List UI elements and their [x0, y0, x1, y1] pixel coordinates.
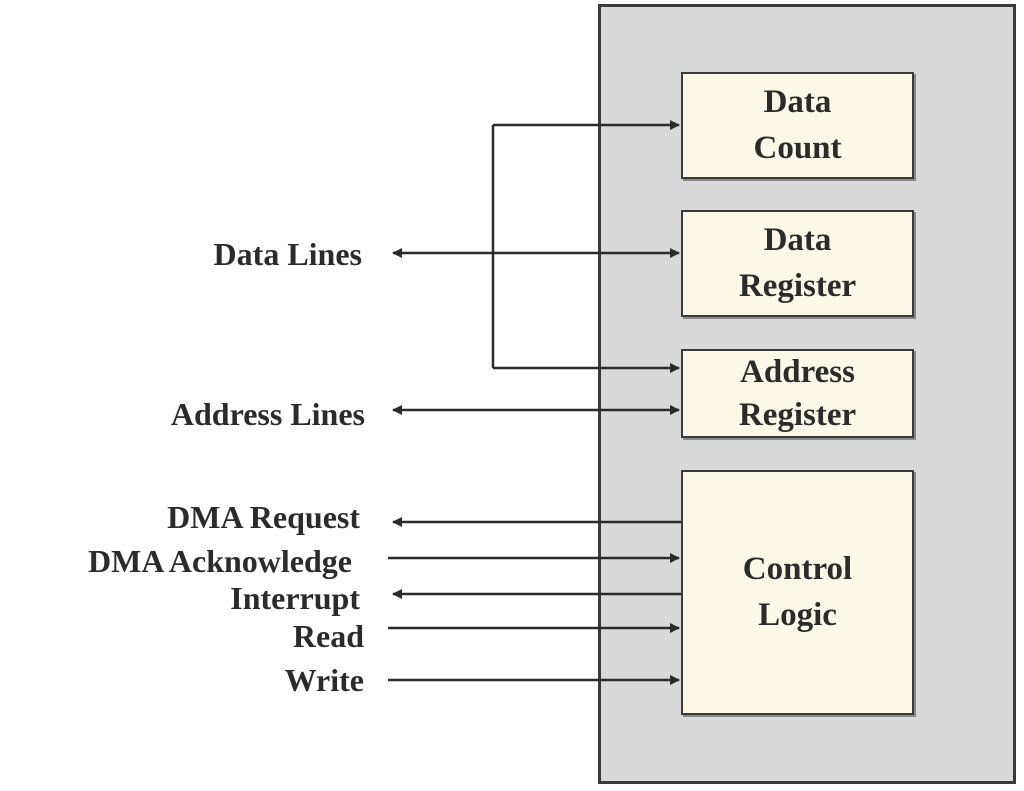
data-register-box: Data Register [681, 210, 914, 317]
address-lines-label: Address Lines [170, 396, 365, 432]
data-count-label-line1: Data [763, 83, 832, 120]
control-logic-label-line2: Logic [758, 596, 837, 633]
data-count-register-box: Data Count [681, 72, 914, 179]
data-register-label-line1: Data [763, 221, 832, 258]
data-lines-label: Data Lines [213, 236, 362, 272]
write-label: Write [284, 662, 364, 698]
read-label: Read [292, 618, 364, 654]
control-logic-box: Control Logic [681, 470, 914, 715]
interrupt-label: Interrupt [230, 580, 360, 616]
dma-request-label: DMA Request [167, 499, 360, 535]
dma-acknowledge-label: DMA Acknowledge [88, 543, 352, 579]
data-register-label-line2: Register [738, 267, 857, 304]
address-register-label-line1: Address [740, 353, 855, 390]
address-register-box: Address Register [681, 349, 914, 438]
address-register-label-line2: Register [738, 396, 857, 433]
data-count-label-line2: Count [753, 129, 842, 166]
control-logic-label-line1: Control [742, 550, 853, 587]
